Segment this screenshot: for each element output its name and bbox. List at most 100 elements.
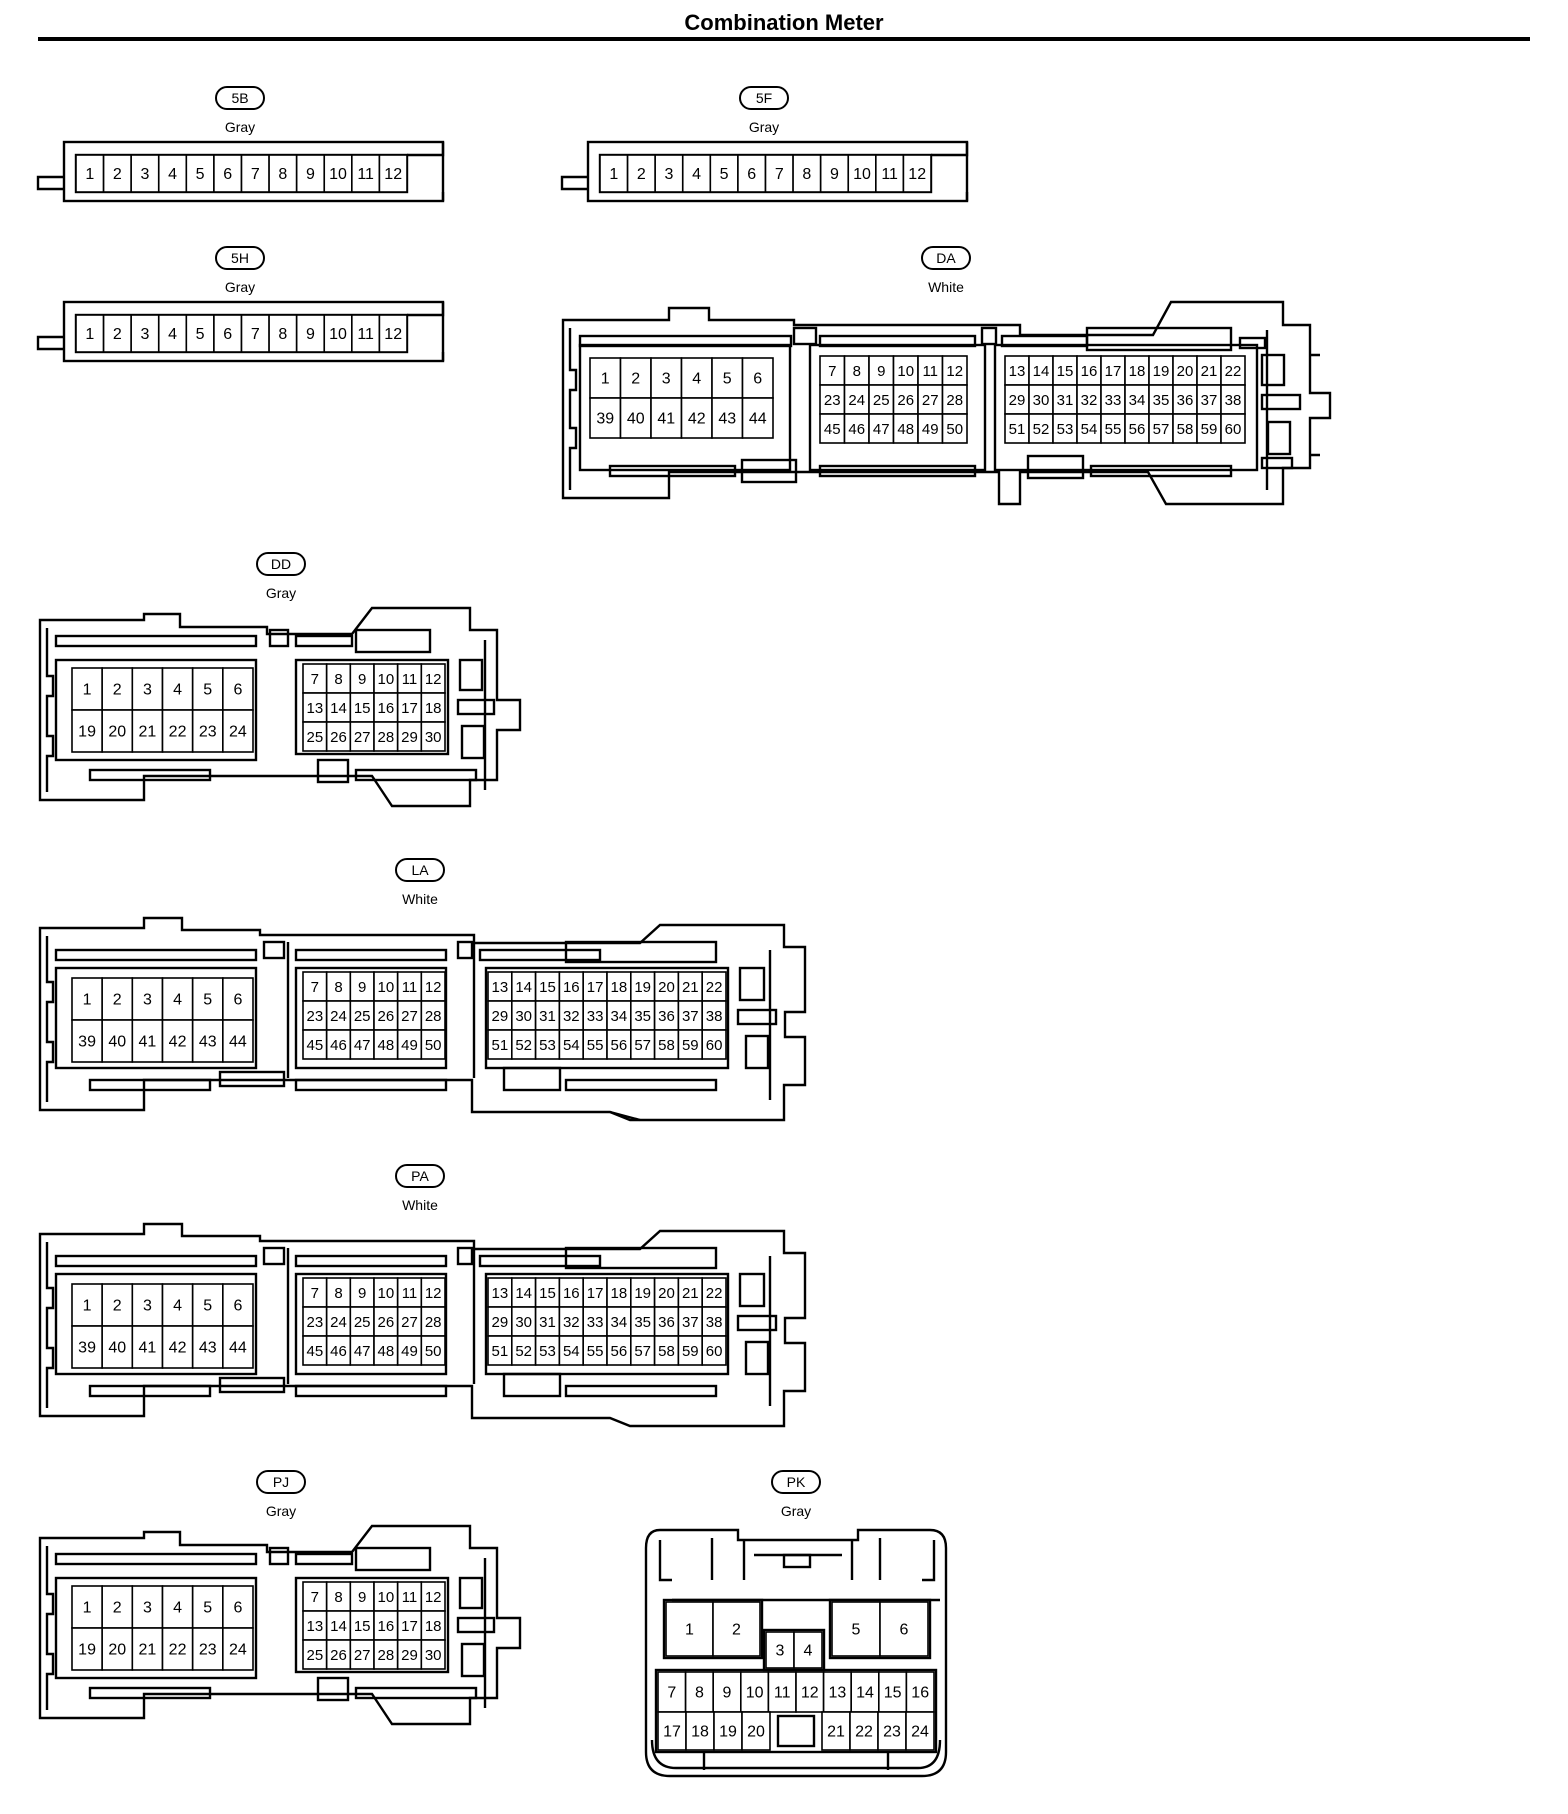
pin-number: 18 <box>425 1618 442 1635</box>
pin-number: 60 <box>706 1037 723 1054</box>
pin-cell <box>1028 413 1054 444</box>
pin-number: 14 <box>856 1685 874 1702</box>
pin-cell <box>295 314 326 353</box>
pin-number: 19 <box>78 724 96 741</box>
pin-number: 27 <box>354 1647 371 1664</box>
pin-number: 55 <box>587 1037 604 1054</box>
connector-color: Gray <box>225 279 255 295</box>
pin-number: 31 <box>539 1314 556 1331</box>
pin-number: 44 <box>749 411 767 428</box>
pin-cell <box>101 977 134 1021</box>
pin-number: 16 <box>911 1685 929 1702</box>
pin-number: 9 <box>358 1589 366 1606</box>
pin-number: 2 <box>113 992 122 1009</box>
pin-number: 4 <box>692 371 701 388</box>
pin-number: 55 <box>1105 421 1122 438</box>
pin-number: 7 <box>667 1685 676 1702</box>
pin-cell <box>767 1671 797 1713</box>
pin-number: 8 <box>334 1589 342 1606</box>
pin-number: 6 <box>753 371 762 388</box>
pin-cell <box>713 1711 743 1751</box>
pin-cell <box>819 355 846 386</box>
pin-number: 45 <box>306 1343 323 1360</box>
connector-id: 5B <box>231 90 248 106</box>
pin-number: 18 <box>611 1285 628 1302</box>
pin-number: 13 <box>492 979 509 996</box>
pin-cell <box>654 154 684 193</box>
pin-number: 21 <box>1201 363 1218 380</box>
pin-number: 18 <box>425 700 442 717</box>
pin-cell <box>420 1029 446 1060</box>
pin-number: 3 <box>143 682 152 699</box>
pin-number: 24 <box>330 1008 347 1025</box>
pin-cell <box>1148 384 1174 415</box>
pin-number: 48 <box>897 421 914 438</box>
pin-number: 27 <box>354 729 371 746</box>
pin-number: 1 <box>609 166 618 183</box>
pin-cell <box>131 1325 164 1369</box>
pin-number: 34 <box>611 1314 628 1331</box>
pin-number: 55 <box>587 1343 604 1360</box>
pin-number: 6 <box>747 166 756 183</box>
pin-cell <box>711 397 744 439</box>
pin-number: 19 <box>1153 363 1170 380</box>
pin-cell <box>1052 413 1078 444</box>
pin-number: 38 <box>706 1314 723 1331</box>
pin-number: 21 <box>682 979 699 996</box>
pin-cell <box>240 154 270 193</box>
pin-cell <box>1172 413 1198 444</box>
pin-cell <box>222 1627 254 1671</box>
pin-number: 11 <box>922 363 938 380</box>
pin-number: 10 <box>377 1285 394 1302</box>
pin-cell <box>268 314 298 353</box>
pin-number: 57 <box>1153 421 1170 438</box>
pin-number: 1 <box>83 1298 92 1315</box>
pin-cell <box>71 1019 103 1063</box>
pin-number: 10 <box>377 1589 394 1606</box>
pin-cell <box>680 397 713 439</box>
pin-cell <box>821 1711 851 1751</box>
pin-number: 12 <box>946 363 963 380</box>
pin-cell <box>849 1711 879 1751</box>
pin-number: 29 <box>401 729 418 746</box>
pin-cell <box>701 1335 727 1366</box>
pin-number: 34 <box>1129 392 1146 409</box>
pin-cell <box>626 154 656 193</box>
pin-number: 60 <box>706 1343 723 1360</box>
pin-number: 6 <box>233 992 242 1009</box>
pin-cell <box>892 413 919 444</box>
pin-number: 22 <box>169 724 187 741</box>
pin-number: 23 <box>199 724 217 741</box>
pin-cell <box>831 1601 881 1657</box>
pin-cell <box>130 314 160 353</box>
pin-number: 1 <box>83 1600 92 1617</box>
pin-number: 32 <box>563 1314 580 1331</box>
pin-cell <box>222 709 254 753</box>
pin-number: 20 <box>658 1285 675 1302</box>
pin-number: 54 <box>563 1037 580 1054</box>
pin-number: 9 <box>723 1685 732 1702</box>
pin-number: 53 <box>539 1343 556 1360</box>
pin-number: 48 <box>377 1037 394 1054</box>
pin-number: 31 <box>539 1008 556 1025</box>
pin-cell <box>868 413 895 444</box>
pin-number: 33 <box>587 1008 604 1025</box>
pin-number: 28 <box>946 392 963 409</box>
pin-cell <box>868 384 895 415</box>
pin-number: 2 <box>732 1622 741 1639</box>
pin-number: 11 <box>402 671 418 688</box>
pin-number: 21 <box>139 724 157 741</box>
pin-number: 1 <box>83 682 92 699</box>
pin-number: 11 <box>774 1685 791 1702</box>
pin-number: 35 <box>1153 392 1170 409</box>
pin-number: 50 <box>425 1343 442 1360</box>
pin-number: 60 <box>1225 421 1242 438</box>
pin-number: 41 <box>139 1340 157 1357</box>
pin-number: 1 <box>601 371 610 388</box>
pin-cell <box>131 709 164 753</box>
pin-number: 21 <box>682 1285 699 1302</box>
pin-cell <box>131 1627 164 1671</box>
connector-id: PA <box>411 1168 429 1184</box>
pin-cell <box>101 1585 134 1629</box>
